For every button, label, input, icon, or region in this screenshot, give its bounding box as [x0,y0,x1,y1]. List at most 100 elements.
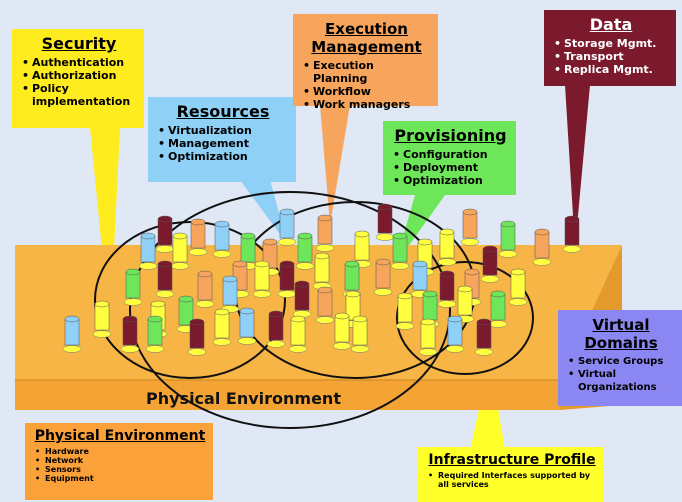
resource-cylinder-base [488,320,508,328]
resource-cylinder-top [240,232,256,240]
physical-environment-item: Sensors [35,465,207,474]
resource-cylinder-top [140,232,156,240]
resource-cylinder [447,318,463,346]
resource-cylinder-top [290,315,306,323]
resource-cylinder [490,293,506,321]
execution-pointer [320,105,350,225]
resource-cylinder-top [439,228,455,236]
resource-cylinder [317,289,333,317]
physical-environment-item: Hardware [35,447,207,456]
resource-cylinder-top [476,318,492,326]
resources-title: Resources [176,102,270,121]
resource-cylinder-top [375,258,391,266]
resource-cylinder [457,288,473,316]
platform-label: Physical Environment [146,389,341,408]
resource-cylinder-base [277,290,297,298]
resource-cylinder-top [317,286,333,294]
resource-cylinder-top [178,295,194,303]
resource-cylinder-base [480,275,500,283]
resource-cylinders [62,203,582,356]
data-pointer [565,85,590,248]
resource-cylinder [439,273,455,301]
resource-cylinder-base [123,298,143,306]
resource-cylinder-base [474,348,494,356]
resource-cylinder [422,293,438,321]
resource-cylinder-base [315,244,335,252]
resource-cylinder-top [314,252,330,260]
resource-cylinder-base [498,250,518,258]
infrastructure-profile-title: Infrastructure Profile [428,452,596,468]
resource-cylinder-top [189,318,205,326]
resource-cylinder-base [138,262,158,270]
resource-cylinder-base [120,345,140,353]
resource-cylinder [534,231,550,259]
resource-cylinder-top [190,218,206,226]
infrastructure-profile-item: Required Interfaces supported by all ser… [428,471,598,489]
resource-cylinder [344,263,360,291]
resource-cylinder-base [460,238,480,246]
execution-item: Execution Planning [303,59,432,85]
resource-cylinder-top [534,228,550,236]
resource-cylinder-top [64,315,80,323]
resource-cylinder [222,278,238,306]
resource-cylinder-base [212,338,232,346]
virtual-domains-item: Virtual Organizations [568,368,676,394]
physical-environment-item: Equipment [35,474,207,483]
resource-cylinder-base [418,348,438,356]
resource-cylinder-top [462,208,478,216]
resource-cylinder-top [439,270,455,278]
resource-cylinder-base [562,245,582,253]
resource-cylinder [482,248,498,276]
resource-cylinder-top [279,208,295,216]
resource-cylinder-top [464,268,480,276]
resource-cylinder-base [437,258,457,266]
security-domain-ellipse [94,221,286,379]
resource-cylinder [462,211,478,239]
resource-cylinder [377,206,393,234]
physical-environment-box: Physical Environment Hardware Network Se… [25,423,213,500]
resource-cylinder-base [170,262,190,270]
resource-cylinder-base [92,330,112,338]
resource-cylinder-top [392,232,408,240]
resource-cylinder-base [187,348,207,356]
resource-cylinder [439,231,455,259]
resource-cylinder-base [445,345,465,353]
resource-cylinder-top [352,315,368,323]
resource-cylinder-top [214,220,230,228]
security-item: Authentication [22,56,138,69]
resource-cylinder-top [262,238,278,246]
resource-cylinder-top [222,275,238,283]
resource-cylinder-base [62,345,82,353]
resource-cylinder-top [279,260,295,268]
platform-front-face [15,380,560,410]
resource-cylinder [122,318,138,346]
resource-cylinder [268,313,284,341]
resource-cylinder-top [254,260,270,268]
resource-cylinder [290,318,306,346]
resource-cylinder [354,233,370,261]
resource-cylinder [392,235,408,263]
security-title: Security [41,34,117,53]
resources-item: Management [158,137,290,150]
resource-cylinder-top [294,280,310,288]
resource-cylinder-base [437,300,457,308]
physical-environment-item: Network [35,456,207,465]
resource-cylinder-base [532,258,552,266]
resource-cylinder-top [447,315,463,323]
resource-cylinder [172,235,188,263]
resources-item: Optimization [158,150,290,163]
resource-cylinder-top [172,232,188,240]
resource-cylinder [279,211,295,239]
resource-cylinder-top [317,214,333,222]
resource-cylinder-base [288,345,308,353]
resource-cylinder-base [315,316,335,324]
execution-title: Execution Management [311,20,422,56]
resource-cylinder-base [237,337,257,345]
resource-cylinder-top [417,238,433,246]
resource-cylinder [197,273,213,301]
virtual-domains-box: Virtual Domains Service Groups Virtual O… [558,310,682,406]
resource-cylinder [125,271,141,299]
physical-environment-title: Physical Environment [34,428,206,444]
resource-cylinder [294,283,310,311]
resource-cylinder-top [422,290,438,298]
